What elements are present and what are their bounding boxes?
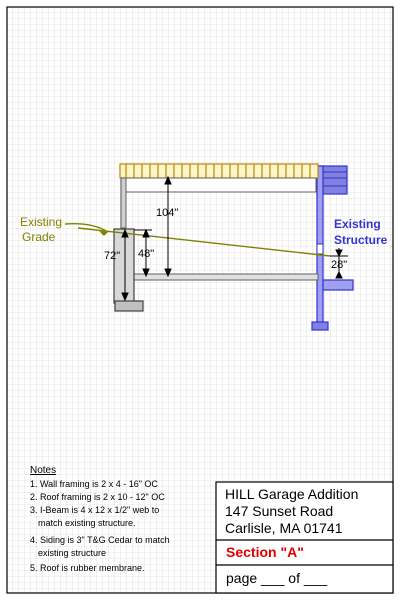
- note-line: match existing structure.: [38, 518, 136, 528]
- section-label: Section "A": [226, 544, 304, 560]
- notes-block: Notes 1. Wall framing is 2 x 4 - 16" OC …: [30, 465, 170, 573]
- new-framing: [113, 177, 319, 312]
- note-line: existing structure: [38, 548, 106, 558]
- page-number: page ___ of ___: [226, 570, 327, 586]
- existing-grade-label-2: Grade: [22, 230, 56, 244]
- existing-structure-label-1: Existing: [334, 217, 381, 231]
- dimension-48: 48": [138, 248, 154, 260]
- dimension-28: 28": [331, 259, 347, 271]
- roof-truss: [119, 163, 319, 179]
- existing-grade-label-1: Existing: [20, 215, 62, 229]
- note-line: 5. Roof is rubber membrane.: [30, 563, 145, 573]
- foundation-wall: [113, 228, 135, 304]
- floor-beam: [133, 273, 319, 281]
- grade-line: [64, 222, 331, 257]
- dimension-104: 104": [156, 207, 178, 219]
- existing-structure-label-2: Structure: [334, 233, 388, 247]
- project-address: 147 Sunset Road: [225, 503, 333, 519]
- project-city: Carlisle, MA 01741: [225, 520, 343, 536]
- sheet-border: [6, 6, 394, 594]
- project-title: HILL Garage Addition: [225, 486, 358, 502]
- existing-structure: [311, 165, 354, 331]
- notes-heading: Notes: [30, 465, 56, 476]
- existing-beam: [322, 279, 354, 291]
- note-line: 3. I-Beam is 4 x 12 x 1/2" web to: [30, 505, 159, 515]
- dimension-lines: [121, 175, 348, 302]
- footing: [114, 300, 144, 312]
- note-line: 2. Roof framing is 2 x 10 - 12" OC: [30, 492, 165, 502]
- existing-footing: [311, 321, 329, 331]
- dimension-72: 72": [104, 250, 120, 262]
- note-line: 1. Wall framing is 2 x 4 - 16" OC: [30, 479, 158, 489]
- note-line: 4. Siding is 3" T&G Cedar to match: [30, 535, 170, 545]
- title-block: HILL Garage Addition 147 Sunset Road Car…: [215, 481, 394, 594]
